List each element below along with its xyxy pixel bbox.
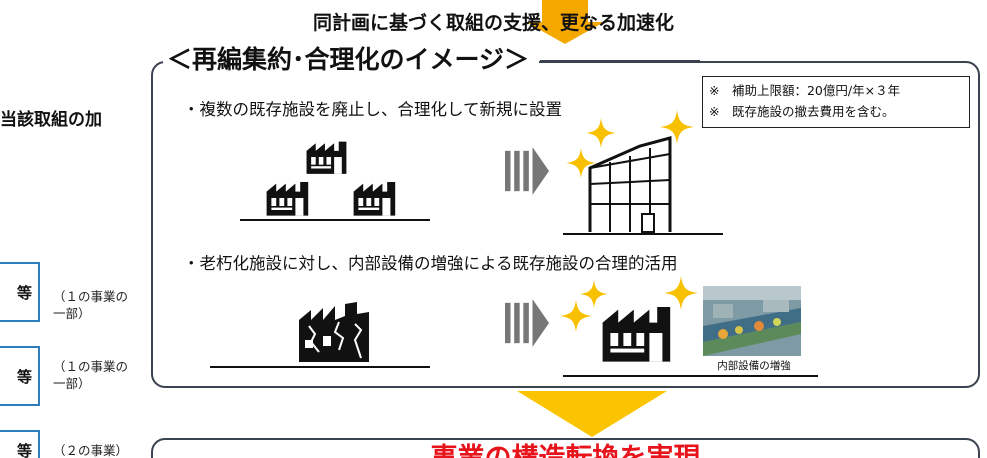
left-note-2: （１の事業の 一部） — [53, 359, 129, 391]
left-partial-text: 当該取組の加 — [0, 110, 102, 130]
ground-line — [240, 219, 430, 221]
sparkle-icon — [660, 110, 694, 144]
scenario-2-text: ・老朽化施設に対し、内部設備の増強による既存施設の合理的活用 — [183, 254, 678, 273]
factory-icon — [265, 180, 313, 216]
down-arrow-icon — [517, 391, 667, 437]
left-note-1: （１の事業の 一部） — [53, 289, 129, 321]
new-building-icon — [588, 136, 672, 233]
sparkle-icon — [580, 280, 608, 308]
left-box-1: 等 — [0, 262, 40, 322]
triple-chevron-arrow-icon — [505, 146, 549, 196]
scenario-1-text: ・複数の既存施設を廃止し、合理化して新規に設置 — [183, 100, 563, 119]
ground-line — [563, 233, 723, 235]
ground-line — [210, 366, 430, 368]
note-line-1: ※ 補助上限額：20億円/年×３年 — [709, 83, 901, 98]
triple-chevron-arrow-icon — [505, 298, 549, 348]
panel-title: ＜再編集約･合理化のイメージ＞ — [163, 40, 540, 76]
factory-icon — [305, 140, 351, 174]
title-rule — [540, 60, 700, 62]
result-box — [151, 438, 980, 458]
header-title: 同計画に基づく取組の支援、更なる加速化 — [312, 12, 674, 34]
note-line-2: ※ 既存施設の撤去費用を含む。 — [709, 104, 895, 119]
factory-icon — [600, 303, 678, 363]
left-box-3: 等 — [0, 430, 40, 458]
left-note-3: （２の事業） — [53, 443, 129, 458]
factory-icon — [352, 180, 400, 216]
photo-caption: 内部設備の増強 — [717, 360, 791, 372]
left-box-2: 等 — [0, 346, 40, 406]
sparkle-icon — [586, 118, 616, 148]
ruined-factory-icon — [299, 302, 369, 362]
sparkle-icon — [566, 148, 596, 178]
interior-equipment-photo — [703, 286, 801, 356]
subsidy-note-box: ※ 補助上限額：20億円/年×３年 ※ 既存施設の撤去費用を含む。 — [702, 76, 970, 128]
top-arrow-icon — [526, 0, 604, 44]
sparkle-icon — [664, 276, 698, 310]
ground-line — [563, 375, 818, 377]
result-text: 事業の構造転換を実現 — [151, 436, 980, 458]
